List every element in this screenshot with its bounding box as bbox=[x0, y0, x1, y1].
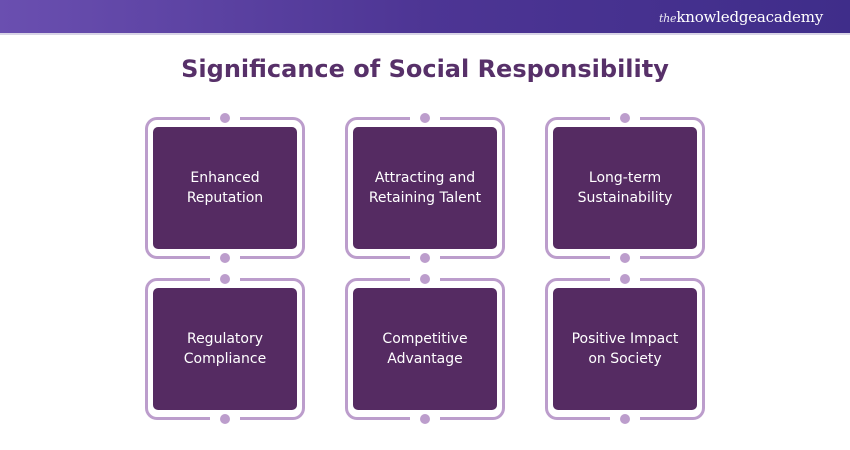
card-label: Positive Impact on Society bbox=[553, 288, 697, 410]
connector-dot bbox=[610, 413, 640, 425]
card-label: Long-term Sustainability bbox=[553, 127, 697, 249]
card-positive-impact: Positive Impact on Society bbox=[545, 273, 705, 425]
card-label: Attracting and Retaining Talent bbox=[353, 127, 497, 249]
connector-dot bbox=[210, 273, 240, 285]
connector-dot bbox=[210, 413, 240, 425]
card-enhanced-reputation: Enhanced Reputation bbox=[145, 112, 305, 264]
connector-dot bbox=[610, 252, 640, 264]
card-attracting-talent: Attracting and Retaining Talent bbox=[345, 112, 505, 264]
card-label: Regulatory Compliance bbox=[153, 288, 297, 410]
connector-dot bbox=[610, 112, 640, 124]
card-long-term-sustainability: Long-term Sustainability bbox=[545, 112, 705, 264]
card-regulatory-compliance: Regulatory Compliance bbox=[145, 273, 305, 425]
connector-dot bbox=[410, 413, 440, 425]
connector-dot bbox=[210, 252, 240, 264]
header-banner: theknowledgeacademy bbox=[0, 0, 850, 35]
connector-dot bbox=[410, 252, 440, 264]
card-competitive-advantage: Competitive Advantage bbox=[345, 273, 505, 425]
brand-logo: theknowledgeacademy bbox=[658, 8, 823, 26]
card-label: Enhanced Reputation bbox=[153, 127, 297, 249]
connector-dot bbox=[610, 273, 640, 285]
page-title: Significance of Social Responsibility bbox=[181, 55, 669, 83]
connector-dot bbox=[410, 273, 440, 285]
connector-dot bbox=[210, 112, 240, 124]
connector-dot bbox=[410, 112, 440, 124]
card-label: Competitive Advantage bbox=[353, 288, 497, 410]
